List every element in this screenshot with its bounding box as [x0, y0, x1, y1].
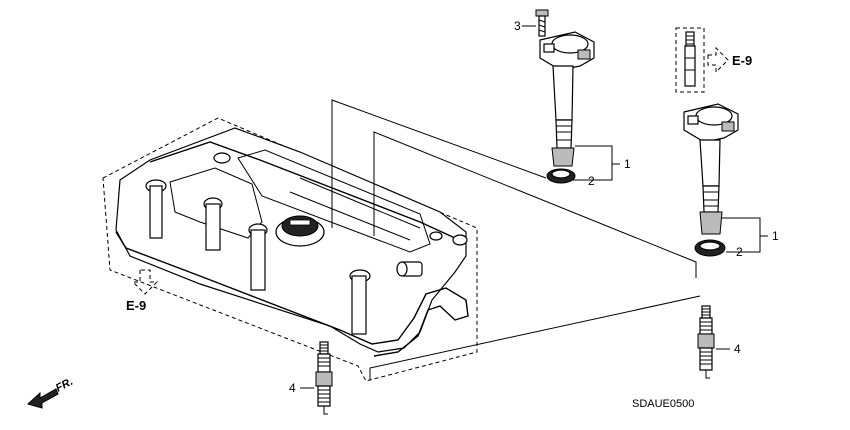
cylinder-head-cover: [102, 117, 478, 382]
callout-group-lower: 1 2: [722, 217, 779, 259]
ref-label-upper: E-9: [732, 53, 752, 68]
ignition-coil-lower: [683, 103, 739, 257]
spark-plug-right: 4: [697, 305, 741, 379]
front-label: FR.: [54, 376, 75, 395]
callout-3: 3: [514, 19, 521, 33]
callout-1-upper: 1: [624, 157, 631, 171]
ref-label-lower: E-9: [126, 298, 146, 313]
callout-2-lower: 2: [736, 245, 743, 259]
front-direction-indicator: FR.: [27, 376, 75, 409]
breather-fitting: [396, 261, 423, 277]
diagram-code: SDAUE0500: [632, 398, 694, 410]
front-arrow-icon: [27, 388, 59, 409]
callout-1-lower: 1: [772, 229, 779, 243]
coil-bolt: [535, 9, 549, 37]
ref-arrow-upper: E-9: [707, 46, 752, 74]
oil-filler-cap: [275, 215, 325, 247]
cover-dashed-boundary: [102, 117, 478, 382]
spark-plug-ref-box: [675, 27, 705, 93]
spark-plug-left: 4: [289, 341, 333, 415]
callout-4-right: 4: [734, 342, 741, 356]
ref-arrow-lower: E-9: [126, 269, 159, 313]
cover-bolt-boss: [145, 152, 468, 335]
callout-2-upper: 2: [588, 174, 595, 188]
leader-lines: [331, 99, 701, 380]
callout-group-upper: 1 2 3: [514, 19, 631, 188]
ignition-coil-upper: [535, 9, 595, 184]
callout-4-left: 4: [289, 381, 296, 395]
